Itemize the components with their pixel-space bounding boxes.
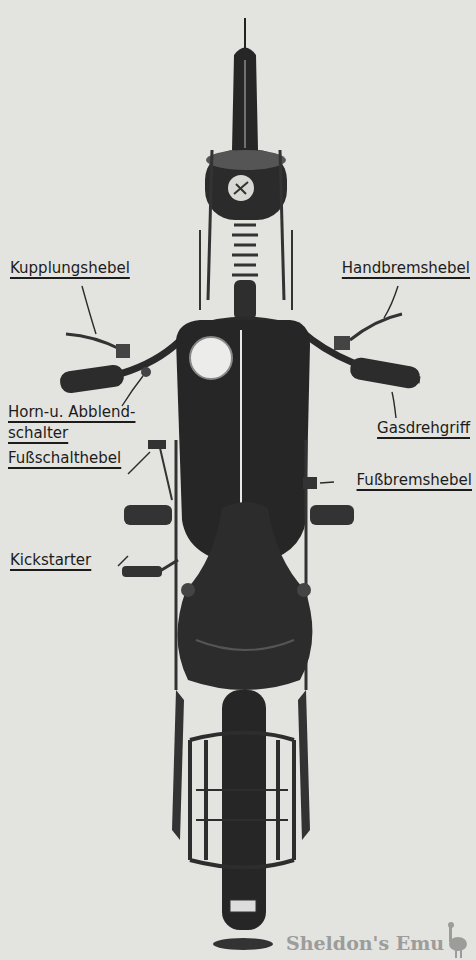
- part-label: Kupplungshebel: [10, 258, 160, 279]
- part-label: Kickstarter: [10, 550, 130, 571]
- part-label: Fußbremshebel: [332, 470, 472, 491]
- part-label: Gasdrehgriff: [330, 418, 470, 439]
- watermark: Sheldon's Emu: [286, 931, 446, 955]
- part-label: Handbremshebel: [310, 258, 470, 279]
- part-label: Horn-u. Abblend- schalter: [8, 402, 148, 444]
- part-label: Fußschalthebel: [8, 448, 148, 469]
